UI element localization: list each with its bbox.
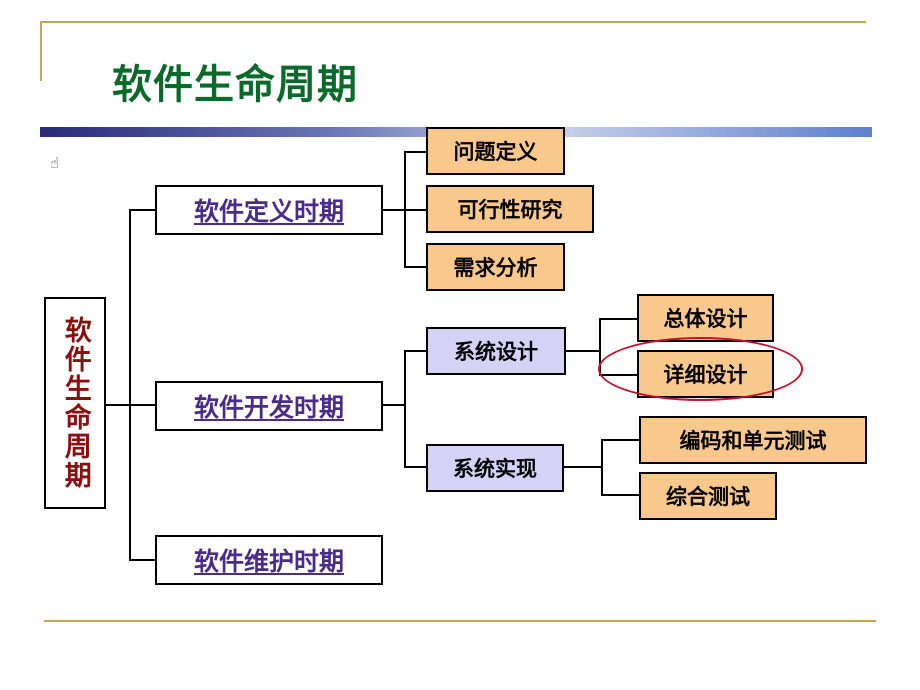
connector: [601, 439, 639, 441]
hand-cursor-icon: ☝: [50, 154, 60, 172]
connector: [404, 209, 426, 211]
connector: [601, 494, 639, 496]
task-problem-definition: 问题定义: [426, 127, 565, 175]
period-maintenance[interactable]: 软件维护时期: [155, 535, 383, 585]
bottom-rule: [44, 620, 876, 622]
connector: [383, 209, 405, 211]
connector: [601, 439, 603, 496]
left-rule: [40, 21, 42, 81]
phase-system-implementation: 系统实现: [426, 444, 564, 492]
top-rule: [40, 21, 866, 23]
connector: [383, 404, 405, 406]
task-integration-testing: 综合测试: [639, 472, 777, 520]
task-overall-design: 总体设计: [637, 294, 774, 342]
connector: [564, 466, 602, 468]
connector: [404, 266, 426, 268]
connector: [404, 151, 426, 153]
connector: [599, 318, 601, 376]
connector: [404, 466, 426, 468]
slide-title: 软件生命周期: [112, 62, 358, 108]
connector: [129, 404, 155, 406]
connector: [129, 209, 155, 211]
period-development[interactable]: 软件开发时期: [155, 381, 383, 431]
connector: [599, 318, 637, 320]
connector: [106, 404, 130, 406]
connector: [404, 350, 426, 352]
period-definition[interactable]: 软件定义时期: [155, 185, 383, 235]
connector: [404, 350, 406, 468]
task-requirements-analysis: 需求分析: [426, 243, 565, 291]
connector: [566, 350, 600, 352]
task-feasibility-study: 可行性研究: [426, 185, 594, 233]
connector: [129, 559, 155, 561]
task-coding-unit-testing: 编码和单元测试: [639, 416, 867, 464]
connector: [129, 209, 131, 561]
root-node: 软件生命周期: [44, 297, 106, 509]
highlight-ellipse: [598, 337, 803, 401]
phase-system-design: 系统设计: [426, 327, 566, 375]
